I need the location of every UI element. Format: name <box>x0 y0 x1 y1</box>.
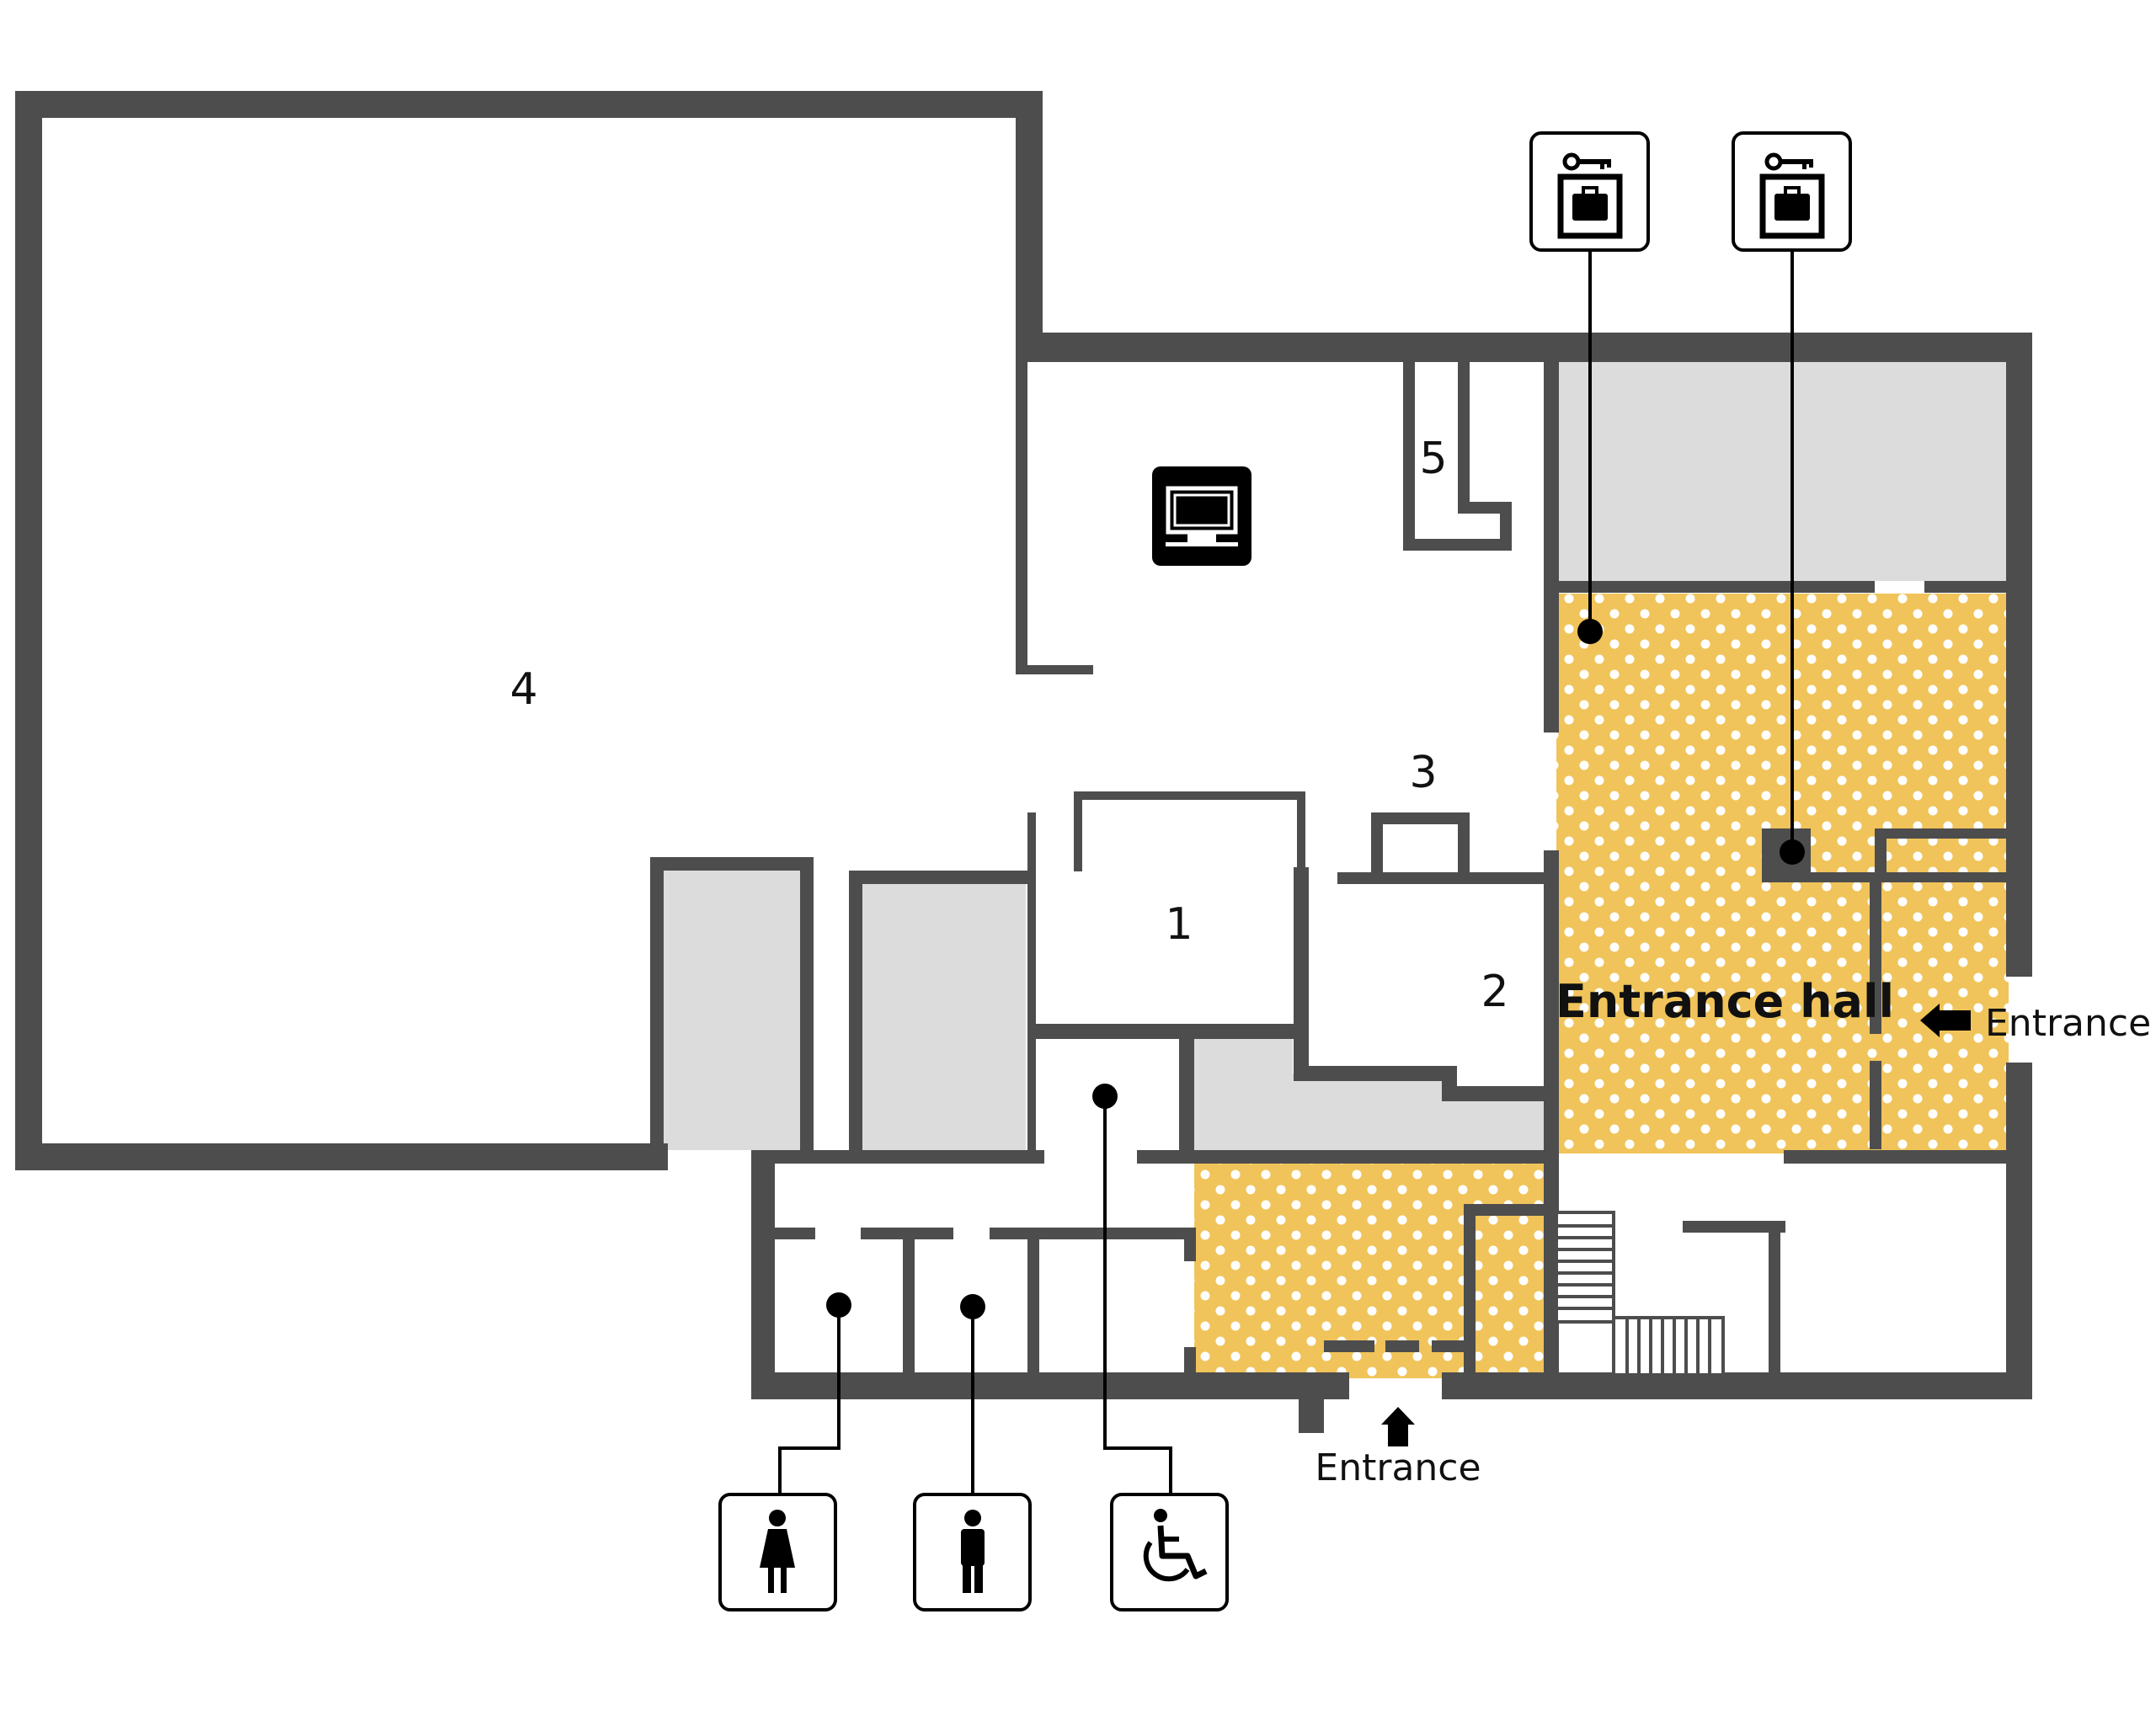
pin-mens-toilet <box>960 1294 985 1319</box>
room-label-2: 2 <box>1481 967 1508 1017</box>
stairs <box>1555 1211 1725 1377</box>
entrance-east-label: Entrance <box>1985 1002 2151 1045</box>
womens-toilet-icon[interactable] <box>718 1493 837 1611</box>
entrance-east[interactable]: Entrance <box>1920 1002 2151 1045</box>
grey-block-left-1 <box>664 870 800 1150</box>
locker-icon[interactable] <box>1732 131 1852 252</box>
accessible-toilet-icon[interactable] <box>1110 1493 1229 1611</box>
entrance-arrow-icon <box>1381 1407 1415 1446</box>
leader-lines <box>778 249 1794 1494</box>
inaccessible-areas <box>664 362 2009 1150</box>
location-pins <box>826 619 1805 1319</box>
pin-womens-toilet <box>826 1292 851 1318</box>
room-label-4: 4 <box>510 664 537 715</box>
locker-icon[interactable] <box>1529 131 1650 252</box>
entrance-arrow-icon <box>1920 1004 1971 1037</box>
entrance-hall-label: Entrance hall <box>1556 975 1894 1028</box>
entrance-south[interactable]: Entrance <box>1315 1407 1481 1489</box>
walls <box>15 91 2032 1433</box>
grey-block-left-2 <box>862 884 1026 1150</box>
entrance-south-label: Entrance <box>1315 1446 1481 1489</box>
pin-accessible-toilet <box>1092 1084 1118 1109</box>
grey-block-top-right <box>1559 362 2009 581</box>
room-label-5: 5 <box>1419 434 1447 484</box>
pin-locker-2 <box>1780 839 1805 865</box>
mens-toilet-icon[interactable] <box>913 1493 1032 1611</box>
grey-block-center <box>1194 1036 1546 1150</box>
pin-locker-1 <box>1577 619 1603 644</box>
room-label-1: 1 <box>1165 899 1193 950</box>
room-label-3: 3 <box>1409 748 1437 798</box>
monitor-icon <box>1152 466 1251 566</box>
